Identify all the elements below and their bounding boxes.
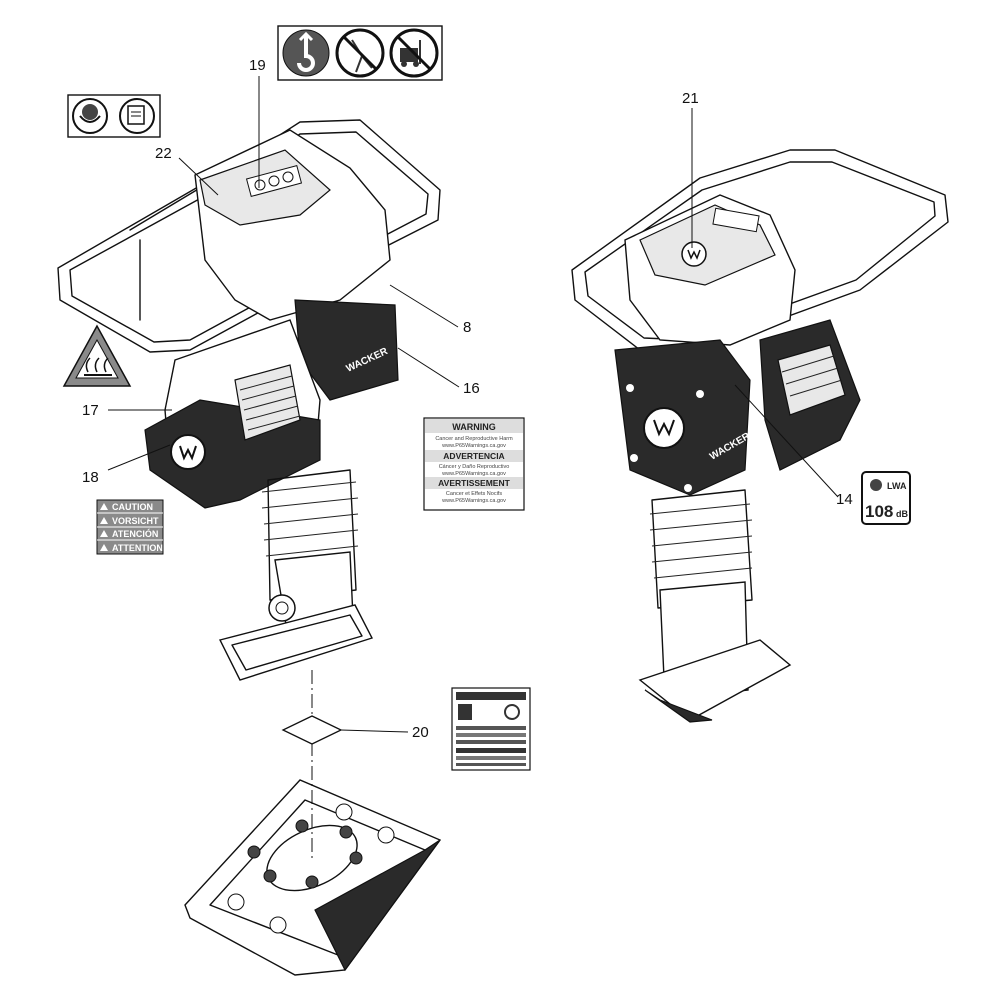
hot-surface-icon [62, 324, 132, 387]
callout-17: 17 [82, 402, 99, 419]
shoe-bolts [227, 803, 395, 934]
rammer-rear-view: WACKER [571, 149, 949, 723]
sound-unit: dB [896, 509, 908, 519]
rammer-front-view: WACKER [57, 119, 441, 681]
caution-line-1: CAUTION [112, 502, 153, 512]
caution-line-2: VORSICHT [112, 516, 159, 526]
warning-title: WARNING [452, 422, 496, 432]
caution-line-4: ATTENTION [112, 543, 163, 553]
svg-text:www.P65Warnings.ca.gov: www.P65Warnings.ca.gov [441, 471, 506, 477]
lift-decal-strip [277, 25, 443, 81]
svg-text:www.P65Warnings.ca.gov: www.P65Warnings.ca.gov [441, 443, 506, 449]
callout-18: 18 [82, 469, 99, 486]
callout-8: 8 [463, 319, 471, 336]
no-climbing-icon [335, 28, 385, 78]
sound-symbol: LWA [887, 481, 907, 491]
multilingual-label-decal [451, 687, 531, 771]
svg-text:Cáncer y Daño Reproductivo: Cáncer y Daño Reproductivo [439, 464, 510, 470]
read-manual-icon [119, 98, 155, 134]
svg-text:www.P65Warnings.ca.gov: www.P65Warnings.ca.gov [441, 498, 506, 504]
avertissement-title: AVERTISSEMENT [438, 478, 510, 488]
warning-decal: WARNING Cancer and Reproductive Harm www… [423, 417, 525, 511]
sound-value: 108 [865, 502, 893, 521]
gasket-part [281, 715, 343, 745]
ppe-decal [67, 94, 161, 138]
svg-text:Cancer and Reproductive Harm: Cancer and Reproductive Harm [435, 436, 513, 442]
caution-decal: CAUTION VORSICHT ATENCIÓN ATTENTION [96, 499, 164, 555]
callout-19: 19 [249, 57, 266, 74]
no-forklift-icon [389, 28, 439, 78]
leader-lines [107, 76, 839, 733]
svg-text:Cancer et Effets Nocifs: Cancer et Effets Nocifs [446, 491, 502, 497]
sound-level-decal: LWA 108 dB [861, 471, 911, 525]
w-logo-icon-rear [687, 249, 701, 260]
ear-protection-icon [72, 98, 108, 134]
callout-20: 20 [412, 724, 429, 741]
callout-14: 14 [836, 491, 853, 508]
callout-21: 21 [682, 90, 699, 107]
lift-hook-icon [282, 29, 330, 77]
caution-line-3: ATENCIÓN [112, 528, 158, 539]
callout-22: 22 [155, 145, 172, 162]
w-logo-icon [179, 445, 197, 461]
advertencia-title: ADVERTENCIA [443, 451, 504, 461]
callout-16: 16 [463, 380, 480, 397]
